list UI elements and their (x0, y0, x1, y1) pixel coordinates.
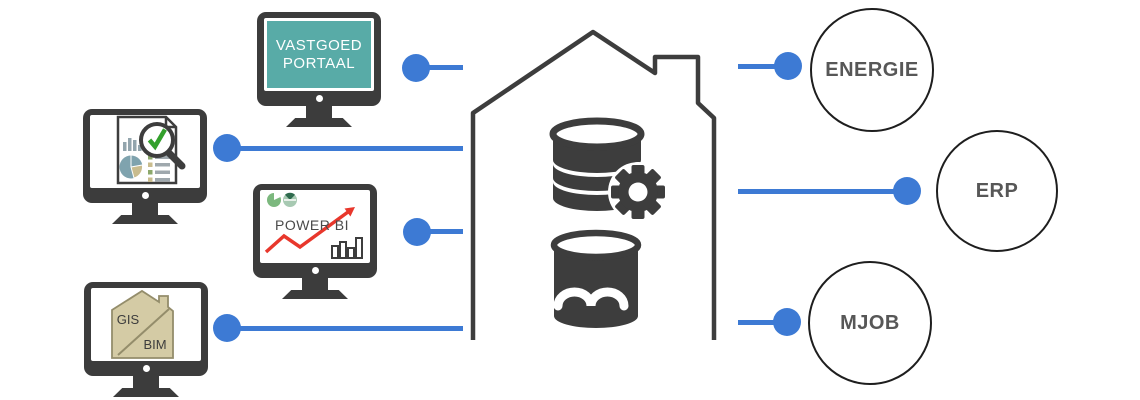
house-with-database-and-gear-icon (470, 29, 717, 340)
monitor-base (112, 215, 178, 224)
connector-dot-erp (893, 177, 921, 205)
vastgoed-portaal-label: VASTGOED PORTAAL (267, 21, 371, 88)
monitor-screen: VASTGOED PORTAAL (264, 18, 374, 91)
monitor-cam-dot (315, 95, 323, 102)
vastgoed-line2: PORTAAL (282, 54, 356, 72)
connector-line-powerbi (417, 229, 463, 234)
check-icon (147, 128, 167, 151)
house-outline (470, 29, 717, 340)
magnifier-check-icon (139, 122, 186, 170)
mini-bar-chart (123, 138, 142, 151)
monitor-vastgoed-portaal: VASTGOED PORTAAL (257, 12, 381, 127)
connector-line-energie (738, 64, 790, 69)
monitor-neck (132, 203, 158, 215)
monitor-inspection-report (83, 109, 207, 224)
connector-line-gisbim (227, 326, 463, 331)
monitor-bezel (83, 109, 207, 203)
monitor-screen (90, 115, 200, 188)
monitor-cam-dot (141, 192, 149, 199)
monitor-bezel: GIS BIM (84, 282, 208, 376)
monitor-neck (133, 376, 159, 388)
connector-dot-energie (774, 52, 802, 80)
trend-line (264, 210, 350, 254)
monitor-screen: GIS BIM (91, 288, 201, 361)
outlined-bar-chart (331, 237, 363, 259)
connector-dot-gisbim (213, 314, 241, 342)
bim-label: BIM (143, 337, 166, 352)
connector-dot-inspection (213, 134, 241, 162)
energie-label: ENERGIE (825, 58, 919, 81)
diagonal-divider (117, 308, 170, 356)
monitor-gis-bim: GIS BIM (84, 282, 208, 397)
gis-house-shape (111, 289, 174, 359)
connector-line-vastgoed (416, 65, 463, 70)
data-lake-icon (550, 229, 642, 328)
monitor-neck (302, 278, 328, 290)
power-bi-label: POWER BI (274, 217, 349, 233)
erp-label: ERP (975, 179, 1019, 202)
mjob-label: MJOB (840, 311, 900, 334)
monitor-bezel: POWER BI (253, 184, 377, 278)
connector-line-erp (738, 189, 908, 194)
monitor-power-bi: POWER BI (253, 184, 377, 299)
connector-dot-vastgoed (402, 54, 430, 82)
trend-line-arrow-icon (264, 192, 363, 259)
mini-pie-chart (119, 155, 144, 179)
system-circle-energie: ENERGIE (810, 8, 934, 132)
monitor-base (286, 118, 352, 127)
connector-line-inspection (227, 146, 463, 151)
mini-bullet-list (148, 155, 170, 182)
vastgoed-line1: VASTGOED (275, 36, 363, 54)
system-circle-mjob: MJOB (808, 261, 932, 385)
monitor-base (282, 290, 348, 299)
monitor-neck (306, 106, 332, 118)
gis-label: GIS (117, 312, 140, 327)
monitor-cam-dot (311, 267, 319, 274)
mini-pie-icons (267, 192, 297, 207)
connector-dot-powerbi (403, 218, 431, 246)
water-wave (553, 287, 629, 311)
monitor-bezel: VASTGOED PORTAAL (257, 12, 381, 106)
monitor-cam-dot (142, 365, 150, 372)
monitor-base (113, 388, 179, 397)
connector-dot-mjob (773, 308, 801, 336)
connector-line-mjob (738, 320, 788, 325)
monitor-screen: POWER BI (260, 190, 370, 263)
gis-bim-house-icon: GIS BIM (111, 289, 174, 359)
arrow-head (344, 207, 355, 217)
document-check-magnifier-icon (116, 115, 186, 185)
gear-icon (608, 162, 668, 222)
system-circle-erp: ERP (936, 130, 1058, 252)
